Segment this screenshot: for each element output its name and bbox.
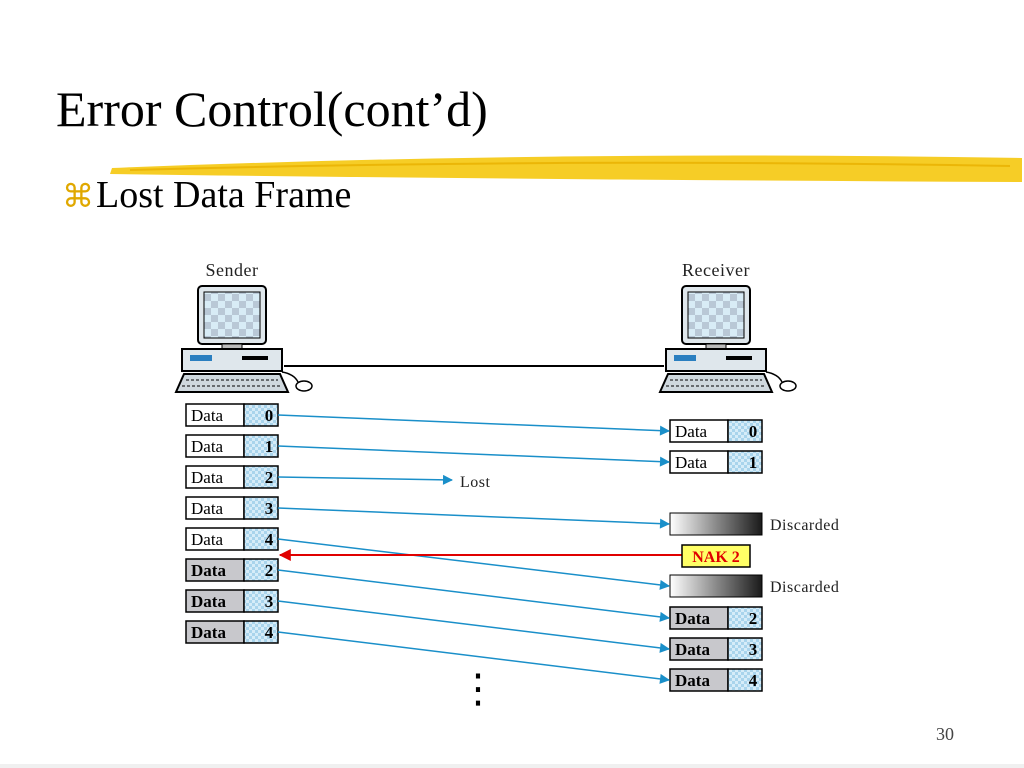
frame-seq-cell — [727, 668, 763, 692]
frame-arrow — [277, 569, 670, 622]
receiver-frame: Data 3 — [669, 637, 763, 661]
nak-frame: NAK 2 — [681, 544, 751, 568]
frame-label: Data — [191, 468, 224, 487]
sender-frame: Data 4 — [185, 620, 279, 644]
frame-seq: 0 — [749, 422, 758, 441]
sender-frame: Data 4 — [185, 527, 279, 551]
frame-seq-cell — [727, 419, 763, 443]
bullet-item: ⌘Lost Data Frame — [62, 176, 351, 214]
frame-label: Data — [675, 671, 710, 690]
frame-seq-cell — [727, 606, 763, 630]
receiver-computer-icon — [658, 285, 797, 393]
frame-seq: 1 — [749, 453, 758, 472]
discarded-box — [669, 574, 763, 598]
frame-label: Data — [191, 561, 226, 580]
frame-arrows — [277, 414, 670, 684]
sender-frame: Data 2 — [185, 558, 279, 582]
sender-frame: Data 0 — [185, 403, 279, 427]
frame-arrow — [277, 445, 670, 467]
frame-seq: 3 — [265, 499, 274, 518]
frame-label: Data — [675, 453, 708, 472]
frame-seq: 4 — [749, 671, 758, 690]
frame-label: Data — [675, 609, 710, 628]
frame-seq: 3 — [749, 640, 758, 659]
frame-arrow — [277, 414, 670, 436]
title-underline — [110, 155, 1022, 182]
receiver-discarded-frame: Discarded — [669, 574, 839, 598]
command-bullet-icon: ⌘ — [62, 177, 94, 215]
frame-label: Data — [191, 499, 224, 518]
frame-label: Data — [191, 530, 224, 549]
sender-label: Sender — [206, 260, 259, 280]
discarded-label: Discarded — [770, 517, 839, 534]
discarded-box — [669, 512, 763, 536]
frame-arrow — [277, 474, 453, 485]
receiver-discarded-frame: Discarded — [669, 512, 839, 536]
lost-label: Lost — [460, 474, 491, 491]
frame-seq-cell — [727, 450, 763, 474]
discarded-label: Discarded — [770, 579, 839, 596]
frame-label: Data — [191, 592, 226, 611]
frame-arrow — [277, 631, 670, 684]
frame-seq: 1 — [265, 437, 274, 456]
page-number: 30 — [936, 724, 954, 744]
sender-frame: Data 3 — [185, 496, 279, 520]
receiver-frame: Data 4 — [669, 668, 763, 692]
receiver-frame: Data 1 — [669, 450, 763, 474]
frame-seq: 2 — [265, 468, 274, 487]
frame-seq: 0 — [265, 406, 274, 425]
frame-label: Data — [191, 406, 224, 425]
sender-frame: Data 2 — [185, 465, 279, 489]
frame-label: Data — [191, 623, 226, 642]
slide-title: Error Control(cont’d) — [56, 81, 488, 137]
sender-frame: Data 3 — [185, 589, 279, 613]
receiver-label: Receiver — [682, 260, 750, 280]
bullet-text: Lost Data Frame — [96, 174, 352, 216]
continuation-dots: ⋮ — [458, 666, 498, 712]
sender-frame: Data 1 — [185, 434, 279, 458]
frame-seq: 2 — [265, 561, 274, 580]
frame-seq: 2 — [749, 609, 758, 628]
nak-label: NAK 2 — [692, 549, 740, 566]
frame-arrow — [277, 600, 670, 653]
frame-seq-cell — [727, 637, 763, 661]
receiver-frame: Data 0 — [669, 419, 763, 443]
frame-seq: 4 — [265, 530, 274, 549]
frame-seq: 3 — [265, 592, 274, 611]
footer-line — [0, 764, 1024, 768]
frame-label: Data — [675, 640, 710, 659]
frame-arrow — [277, 507, 670, 529]
frame-seq: 4 — [265, 623, 274, 642]
receiver-frame: Data 2 — [669, 606, 763, 630]
frame-label: Data — [675, 422, 708, 441]
sender-computer-icon — [174, 285, 313, 393]
frame-label: Data — [191, 437, 224, 456]
frame-arrow — [277, 538, 670, 590]
